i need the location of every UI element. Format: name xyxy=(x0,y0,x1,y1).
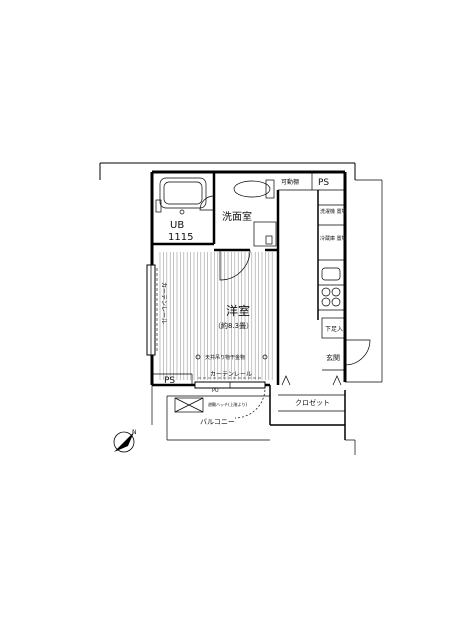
windows xyxy=(146,264,266,389)
washer-space-label: 洗濯機 置場 xyxy=(320,208,347,215)
movable-shelf-label: 可動棚 xyxy=(281,178,299,186)
closet-label: クロゼット xyxy=(295,398,330,407)
pu-label: PU xyxy=(212,388,219,394)
north-compass-icon: N xyxy=(113,429,137,453)
fridge-space-label: 冷蔵庫 置場 xyxy=(320,235,347,242)
hatch-label: 避難ハッチ(上階より) xyxy=(208,401,247,407)
ub-size-label: 1115 xyxy=(168,232,193,243)
shoe-cabinet-label: 下足入 xyxy=(325,326,343,333)
ps-bottom-label: PS xyxy=(164,376,175,386)
western-room-label: 洋室 xyxy=(226,303,250,318)
ceiling-hanger-label: 天井吊り物干金物 xyxy=(205,354,245,361)
floor-hatching xyxy=(159,252,273,380)
fixtures xyxy=(155,177,341,413)
washroom-label: 洗面室 xyxy=(222,210,252,223)
curtain-rail-side-label: カーテンレール xyxy=(160,282,167,324)
ps-top-label: PS xyxy=(318,178,329,188)
ub-label: UB xyxy=(170,220,184,231)
curtain-rail-bottom-label: カーテンレール xyxy=(210,371,252,378)
doors xyxy=(199,195,371,419)
balcony-label: バルコニー xyxy=(200,418,235,426)
room-size-label: （約8.3畳） xyxy=(214,321,253,330)
north-label: N xyxy=(132,429,137,436)
walls xyxy=(99,162,383,455)
entrance-label: 玄関 xyxy=(326,353,340,362)
